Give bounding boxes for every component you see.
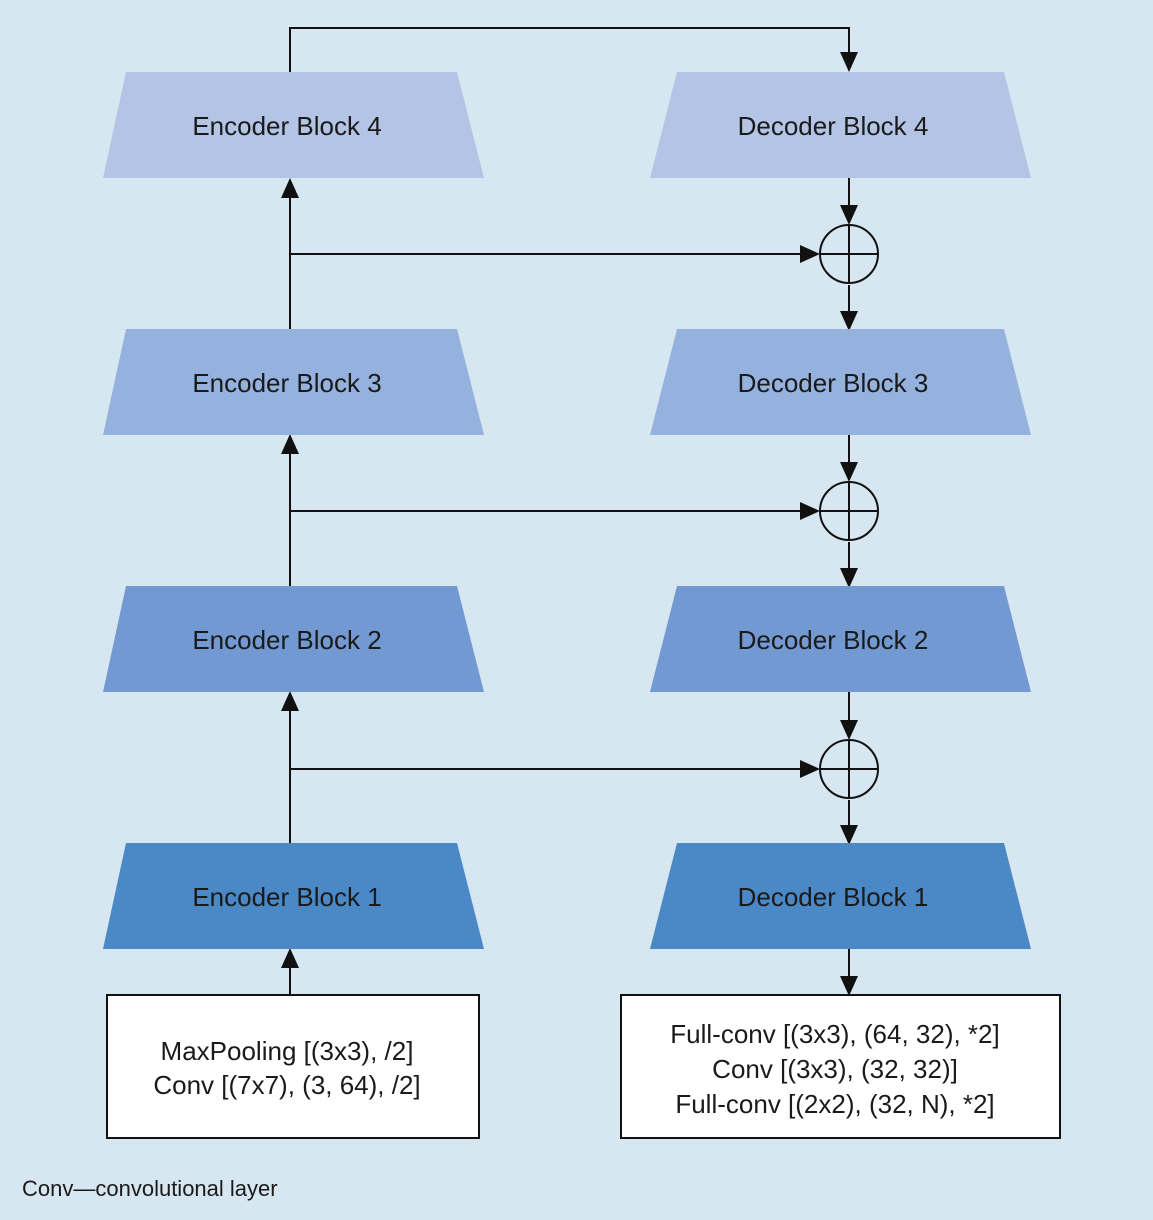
encoder-block-1: Encoder Block 1 <box>103 843 484 949</box>
input-box-frame <box>106 994 480 1139</box>
sum-node-3 <box>819 224 879 284</box>
decoder-block-4-label: Decoder Block 4 <box>738 111 929 141</box>
encoder-block-2-label: Encoder Block 2 <box>192 625 381 655</box>
sum-node-2 <box>819 481 879 541</box>
decoder-block-1-label: Decoder Block 1 <box>738 882 929 912</box>
decoder-block-4: Decoder Block 4 <box>650 72 1031 178</box>
caption-note: Conv—convolutional layer <box>22 1176 278 1201</box>
encoder-block-4-label: Encoder Block 4 <box>192 111 381 141</box>
encoder-block-2-shape <box>103 586 484 692</box>
input-box-line-2: Conv [(7x7), (3, 64), /2] <box>153 1070 420 1100</box>
input-box-line-1: MaxPooling [(3x3), /2] <box>161 1036 414 1066</box>
encoder-block-4-shape <box>103 72 484 178</box>
input-box: MaxPooling [(3x3), /2] Conv [(7x7), (3, … <box>106 994 480 1139</box>
output-box-line-2: Conv [(3x3), (32, 32)] <box>712 1054 958 1084</box>
decoder-block-1-shape <box>650 843 1031 949</box>
decoder-block-3-label: Decoder Block 3 <box>738 368 929 398</box>
output-box: Full-conv [(3x3), (64, 32), *2] Conv [(3… <box>620 994 1061 1139</box>
skip-connector-top <box>289 27 858 72</box>
encoder-block-2: Encoder Block 2 <box>103 586 484 692</box>
decoder-block-3-shape <box>650 329 1031 435</box>
encoder-block-3-label: Encoder Block 3 <box>192 368 381 398</box>
decoder-block-2-shape <box>650 586 1031 692</box>
connectors <box>281 27 858 996</box>
output-box-line-1: Full-conv [(3x3), (64, 32), *2] <box>670 1019 999 1049</box>
decoder-block-2: Decoder Block 2 <box>650 586 1031 692</box>
output-box-frame <box>620 994 1061 1139</box>
encoder-block-4: Encoder Block 4 <box>103 72 484 178</box>
encoder-block-3-shape <box>103 329 484 435</box>
encoder-block-1-label: Encoder Block 1 <box>192 882 381 912</box>
sum-node-1 <box>819 739 879 799</box>
decoder-block-1: Decoder Block 1 <box>650 843 1031 949</box>
encoder-block-3: Encoder Block 3 <box>103 329 484 435</box>
encoder-block-1-shape <box>103 843 484 949</box>
decoder-block-2-label: Decoder Block 2 <box>738 625 929 655</box>
decoder-block-4-shape <box>650 72 1031 178</box>
decoder-block-3: Decoder Block 3 <box>650 329 1031 435</box>
output-box-line-3: Full-conv [(2x2), (32, N), *2] <box>675 1089 994 1119</box>
